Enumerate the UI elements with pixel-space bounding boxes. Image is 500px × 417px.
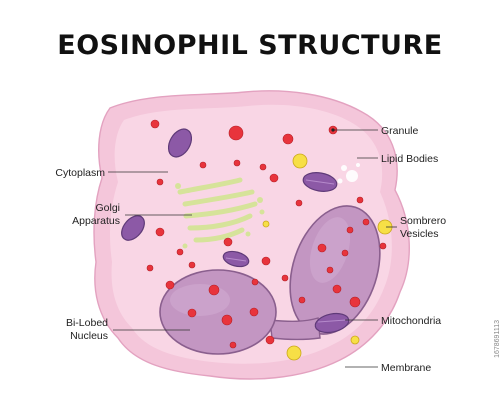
mitochondrion: [121, 215, 145, 241]
label-golgi-line1: Golgi: [95, 202, 120, 214]
label-cytoplasm: Cytoplasm: [55, 167, 105, 179]
label-bilobed-line2: Nucleus: [70, 330, 108, 342]
nucleus-highlight: [309, 217, 351, 283]
lipid-bodies: [337, 163, 360, 184]
label-sombrero-line2: Vesicles: [400, 228, 439, 240]
granules: [146, 119, 387, 349]
mitochondria-group: [121, 128, 350, 334]
label-membrane: Membrane: [381, 362, 431, 374]
mitochondrion: [314, 312, 350, 334]
nucleus-bridge: [269, 317, 321, 341]
diagram-title: EOSINOPHIL STRUCTURE: [57, 30, 443, 61]
nucleus-highlight: [170, 284, 230, 316]
golgi-vesicles: [175, 183, 265, 249]
label-sombrero-line1: Sombrero: [400, 215, 446, 227]
granule-pointer-dot: [331, 128, 335, 132]
sombrero-vesicles: [262, 153, 393, 361]
golgi-apparatus: [177, 177, 258, 243]
label-granule: Granule: [381, 125, 419, 137]
label-mitochondria: Mitochondria: [381, 315, 441, 327]
label-bilobed-line1: Bi-Lobed: [66, 317, 108, 329]
label-golgi-line2: Apparatus: [72, 215, 120, 227]
mitochondrion: [167, 128, 193, 158]
stock-id: 1678691113: [494, 320, 500, 358]
leader-lines: [108, 129, 397, 368]
label-lipid-bodies: Lipid Bodies: [381, 153, 438, 165]
